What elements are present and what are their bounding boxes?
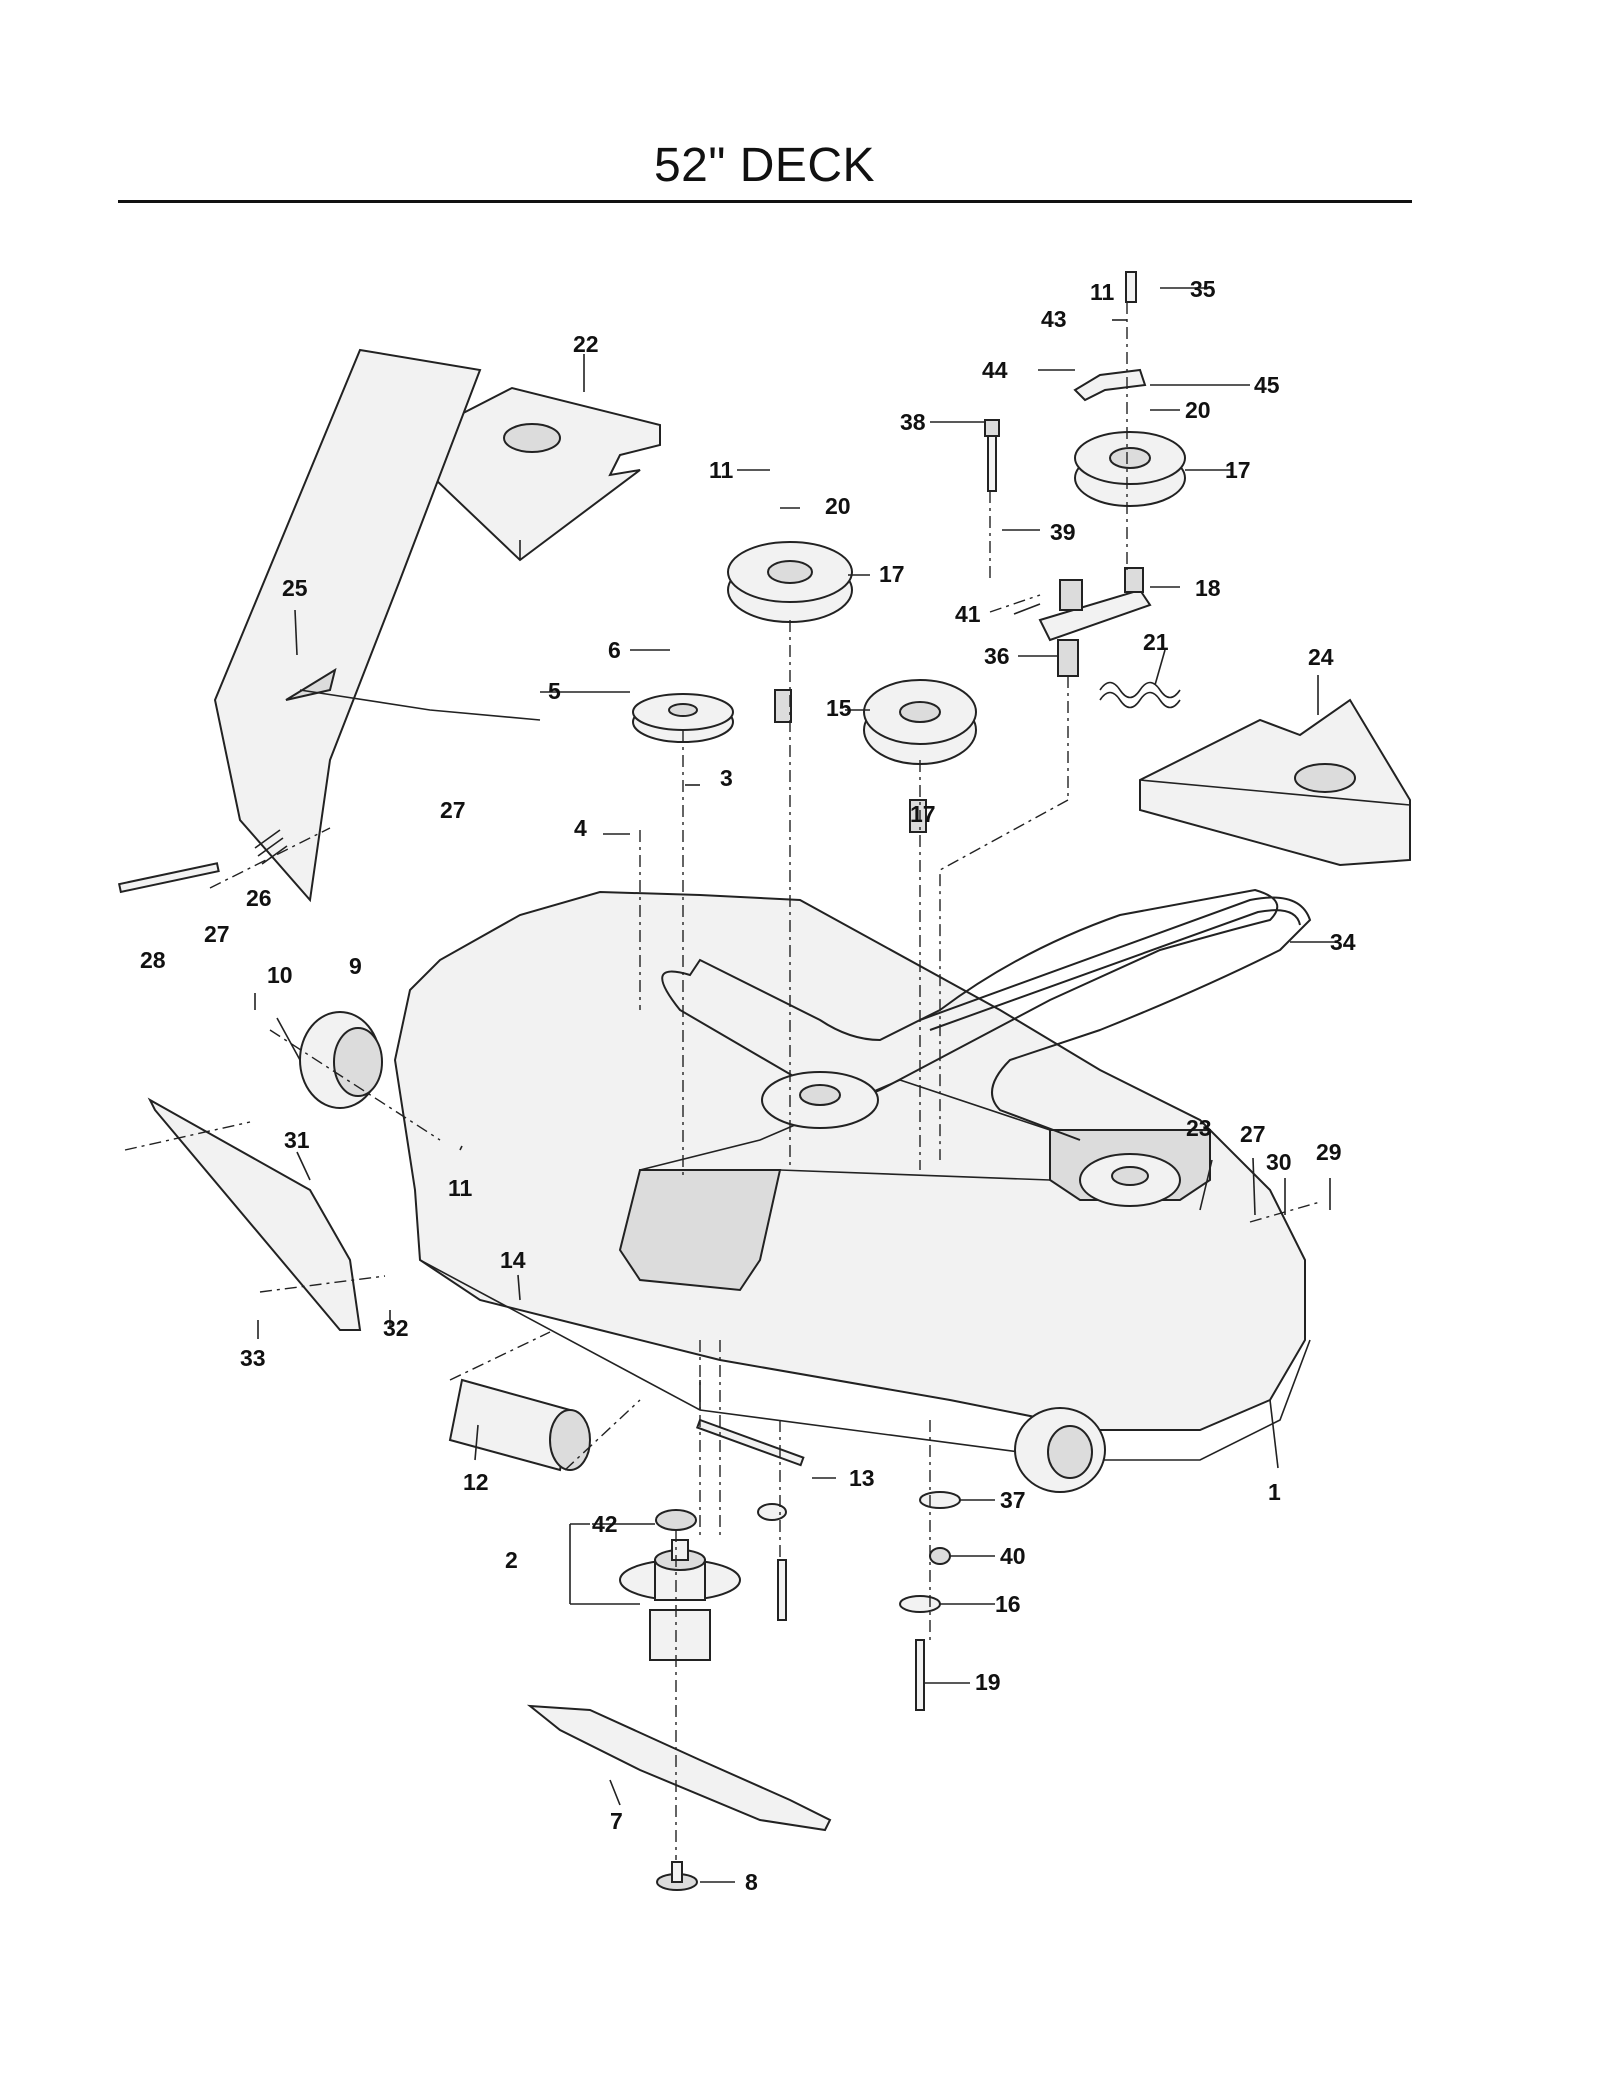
idler-pulley-center xyxy=(727,541,853,623)
callout-32: 32 xyxy=(383,1315,409,1341)
callouts: 1 2 3 4 5 6 7 8 9 10 11 11 11 12 13 14 1… xyxy=(140,276,1356,1895)
callout-23: 23 xyxy=(1186,1115,1212,1141)
callout-21: 21 xyxy=(1143,629,1169,655)
cutting-blade xyxy=(526,1704,832,1832)
idler-arm xyxy=(1038,567,1152,642)
callout-43: 43 xyxy=(1041,306,1067,332)
title-rule xyxy=(118,200,1412,203)
callout-35: 35 xyxy=(1190,276,1216,302)
callout-20a: 20 xyxy=(825,493,851,519)
pivot-bolt xyxy=(984,419,1000,492)
callout-27b: 27 xyxy=(204,921,230,947)
callout-17a: 17 xyxy=(879,561,905,587)
callout-33: 33 xyxy=(240,1345,266,1371)
callout-6: 6 xyxy=(608,637,621,663)
callout-34: 34 xyxy=(1330,929,1356,955)
blade-bolt xyxy=(656,1861,698,1891)
gauge-wheel-right xyxy=(1014,1407,1106,1493)
top-bolt xyxy=(1125,271,1137,303)
spacer-36 xyxy=(1057,639,1079,677)
callout-9: 9 xyxy=(349,953,362,979)
nut-40 xyxy=(929,1547,951,1565)
callout-13: 13 xyxy=(849,1465,875,1491)
callout-11a: 11 xyxy=(448,1175,473,1201)
spindle-nut xyxy=(655,1509,697,1531)
callout-30: 30 xyxy=(1266,1149,1292,1175)
hinge-rod xyxy=(117,862,220,894)
callout-19: 19 xyxy=(975,1669,1001,1695)
callout-26: 26 xyxy=(246,885,272,911)
callout-17c: 17 xyxy=(910,801,936,827)
bolt-19 xyxy=(915,1639,925,1711)
callout-1: 1 xyxy=(1268,1479,1281,1505)
callout-39: 39 xyxy=(1050,519,1076,545)
chute-spring xyxy=(254,829,288,865)
callout-31: 31 xyxy=(284,1127,310,1153)
callout-37: 37 xyxy=(1000,1487,1026,1513)
callout-12: 12 xyxy=(463,1469,489,1495)
assembly-axes xyxy=(124,302,1321,1860)
callout-11b: 11 xyxy=(709,457,734,483)
callout-11c: 11 xyxy=(1090,279,1115,305)
callout-38: 38 xyxy=(900,409,926,435)
callout-7: 7 xyxy=(610,1808,623,1834)
washer-center xyxy=(757,1503,787,1521)
washer-37 xyxy=(919,1491,961,1509)
callout-44: 44 xyxy=(982,357,1008,383)
spacer-15 xyxy=(774,689,792,723)
idler-pulley-upper-right xyxy=(1074,431,1186,507)
callout-40: 40 xyxy=(1000,1543,1026,1569)
spacer-13 xyxy=(695,1418,805,1467)
belt-cover-left xyxy=(435,386,661,562)
discharge-chute xyxy=(213,348,541,903)
callout-27a: 27 xyxy=(440,797,466,823)
spindle-assembly xyxy=(619,1539,741,1661)
callout-27c: 27 xyxy=(1240,1121,1266,1147)
callout-4: 4 xyxy=(574,815,587,841)
callout-5: 5 xyxy=(548,678,561,704)
callout-41: 41 xyxy=(955,601,981,627)
idler-pulley-lower xyxy=(863,679,977,765)
spacer-lower xyxy=(909,799,927,833)
anti-scalp-roller xyxy=(448,1378,591,1472)
callout-3: 3 xyxy=(720,765,733,791)
callout-22: 22 xyxy=(573,331,599,357)
callout-20b: 20 xyxy=(1185,397,1211,423)
leader-lines xyxy=(254,287,1338,1883)
gauge-wheel-left xyxy=(299,1011,383,1109)
side-shield xyxy=(147,1097,362,1331)
callout-45: 45 xyxy=(1254,372,1280,398)
deck-pulley-left xyxy=(761,1071,879,1129)
idler-bracket xyxy=(1073,368,1147,402)
callout-14: 14 xyxy=(500,1247,526,1273)
belt-cover-right xyxy=(1139,698,1411,867)
mower-deck xyxy=(393,888,1311,1461)
callout-2: 2 xyxy=(505,1547,518,1573)
drive-belt xyxy=(919,896,1312,1141)
callout-17b: 17 xyxy=(1225,457,1251,483)
callout-28: 28 xyxy=(140,947,166,973)
bolt-center xyxy=(777,1559,787,1621)
idler-spring xyxy=(1099,681,1181,709)
callout-15: 15 xyxy=(826,695,852,721)
callout-24: 24 xyxy=(1308,644,1334,670)
washer-16 xyxy=(899,1595,941,1613)
spindle-pulley xyxy=(632,693,734,743)
callout-8: 8 xyxy=(745,1869,758,1895)
callout-10: 10 xyxy=(267,962,293,988)
callout-42: 42 xyxy=(592,1511,618,1537)
page-title: 52" DECK xyxy=(653,139,876,192)
callout-25: 25 xyxy=(282,575,308,601)
callout-36: 36 xyxy=(984,643,1010,669)
callout-16: 16 xyxy=(995,1591,1021,1617)
deck-pulley-right xyxy=(1079,1153,1181,1207)
callout-29: 29 xyxy=(1316,1139,1342,1165)
callout-18: 18 xyxy=(1195,575,1221,601)
